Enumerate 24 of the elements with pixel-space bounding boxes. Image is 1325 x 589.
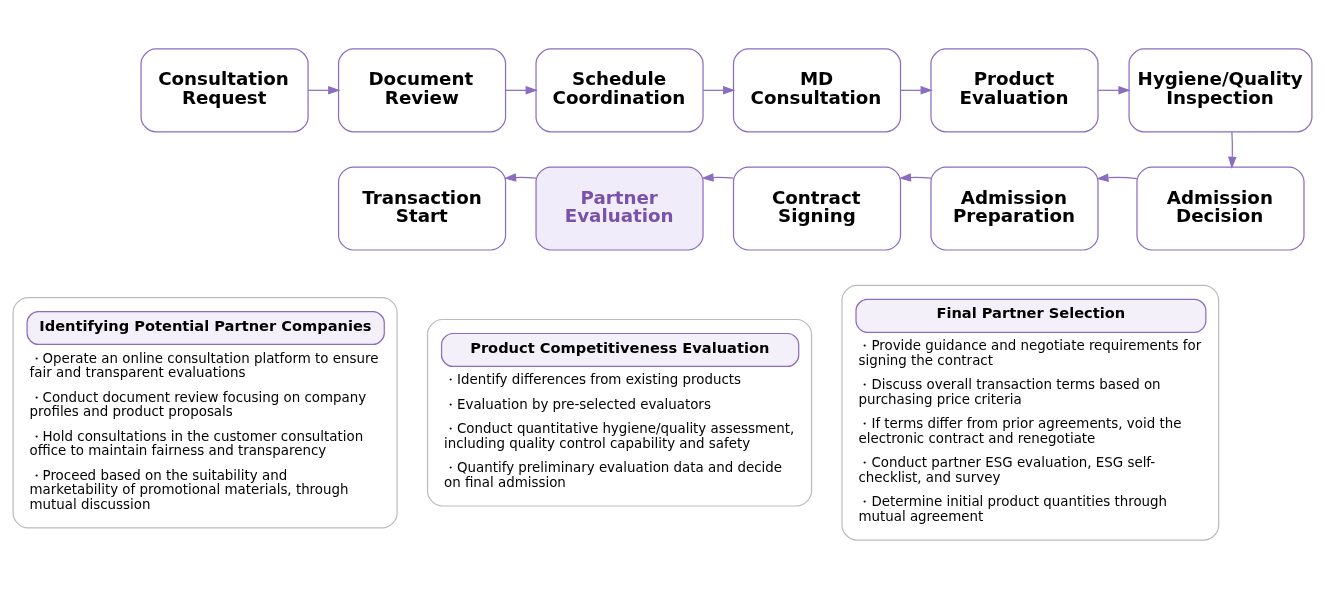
arrow (1096, 173, 1138, 182)
arrow (307, 86, 341, 95)
arrow (1097, 86, 1131, 95)
node-box: MD Consultation (732, 48, 902, 133)
node-box: Admission Preparation (930, 166, 1099, 251)
node-box: Final Partner Selection ・Provide guidance and negotiate requirements for signing the contract ・Discuss overall transaction terms based on purchasing price criteria ・If terms differ from prior agreements, void the electronic contract and renegotiate ・Conduct partner ESG evaluation, ESG self-checklist, and survey ・Determine initial product quantities through mutual agreement (841, 284, 1220, 541)
node-box: Contract Signing (732, 166, 902, 251)
node-box: Schedule Coordination (535, 48, 704, 133)
arrow (505, 86, 538, 95)
arrow (702, 86, 736, 95)
arrow (1228, 131, 1237, 169)
node-box: Identifying Potential Partner Companies ・Operate an online consultation platform to ensure fair and transparent evaluations ・Conduct document review focusing on company profiles and product proposals ・Hold consultations in the customer consultation office to maintain fairness and transparency ・Proceed based on the suitability and marketability of promotional materials, through mutual discussion (12, 296, 398, 529)
arrow (701, 173, 735, 182)
node-box: Transaction Start (337, 166, 507, 251)
node-box: Product Competitiveness Evaluation ・Identify differences from existing products ・Evaluation by pre-selected evaluators ・Conduct quantitative hygiene/quality assessment, including quality control capability and safety ・Quantify preliminary evaluation data and decide on final admission (426, 318, 813, 507)
node-box: Product Evaluation (930, 48, 1099, 133)
node-box: Partner Evaluation (535, 166, 704, 251)
node-box: Hygiene/Quality Inspection (1128, 48, 1313, 133)
arrow (503, 173, 537, 182)
node-box: Document Review (337, 48, 507, 133)
arrow (900, 86, 933, 95)
arrow (898, 173, 932, 182)
node-box: Consultation Request (140, 48, 309, 133)
node-box: Admission Decision (1136, 166, 1305, 251)
